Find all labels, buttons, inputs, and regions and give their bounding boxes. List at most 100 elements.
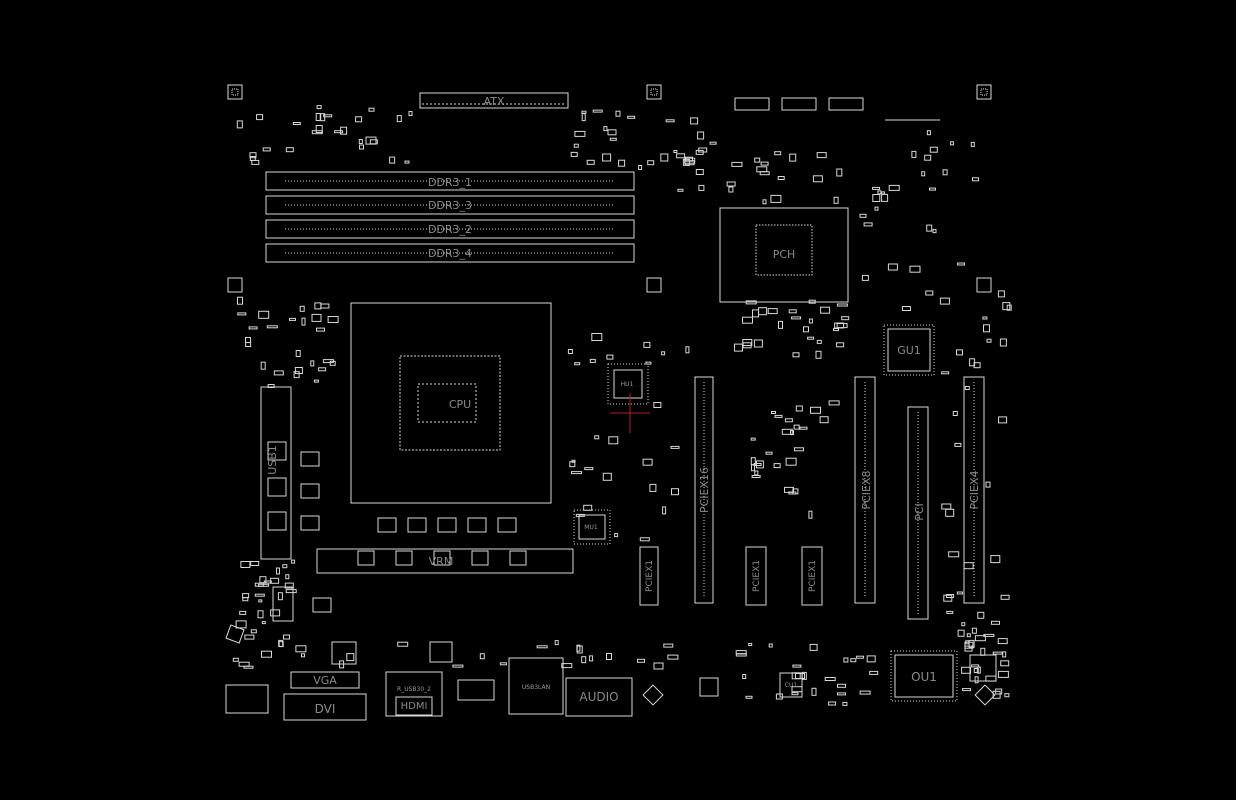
smd-component	[285, 574, 290, 580]
smd-component	[980, 647, 986, 656]
smd-component	[964, 386, 970, 390]
smd-component	[765, 451, 773, 455]
smd-component	[774, 414, 783, 418]
smd-component	[874, 206, 879, 211]
smd-component	[250, 629, 257, 634]
mu1-chip	[578, 514, 606, 540]
smd-component	[836, 323, 848, 329]
smd-component	[971, 627, 977, 634]
smd-component	[670, 445, 680, 449]
smd-component	[773, 463, 781, 469]
smd-component	[794, 447, 804, 452]
smd-component	[236, 120, 243, 129]
smd-component	[742, 342, 752, 349]
smd-component	[799, 426, 808, 430]
smd-component	[726, 181, 736, 187]
smd-component	[939, 297, 950, 305]
smd-component	[843, 657, 849, 663]
smd-component	[285, 589, 297, 594]
smd-component	[1004, 693, 1010, 698]
cu1-label: CU1	[785, 682, 798, 689]
smd-component	[313, 379, 319, 383]
smd-component	[318, 367, 327, 372]
smd-component	[921, 171, 926, 177]
smd-component	[748, 643, 753, 646]
smd-component	[859, 213, 867, 218]
pciex1-3-label: PCIEX1	[808, 560, 818, 592]
smd-component	[240, 561, 251, 568]
smd-component	[270, 609, 281, 617]
smd-component	[256, 114, 264, 121]
smd-component	[974, 676, 979, 684]
smd-component	[697, 131, 705, 140]
smd-component	[323, 114, 333, 118]
smd-component	[358, 139, 363, 144]
smd-component	[602, 153, 612, 162]
small-components	[232, 105, 1012, 706]
smd-component	[665, 119, 675, 123]
smd-component	[742, 316, 753, 324]
smd-component	[239, 610, 247, 615]
smd-component	[316, 327, 325, 332]
smd-component	[690, 117, 699, 125]
smd-component	[807, 336, 815, 340]
smd-component	[745, 300, 757, 305]
smd-component	[608, 436, 619, 445]
smd-component	[589, 358, 596, 363]
smd-component	[254, 593, 265, 597]
smd-component	[859, 690, 871, 695]
smd-component	[649, 483, 657, 492]
fan-headers	[734, 97, 940, 121]
smd-component	[292, 122, 301, 125]
smd-component	[837, 692, 846, 696]
smd-component	[311, 313, 322, 322]
smd-component	[276, 567, 280, 575]
smd-component	[282, 564, 288, 569]
smd-component	[609, 137, 617, 141]
smd-component	[452, 664, 464, 668]
smd-component	[964, 645, 973, 652]
gu1-label: GU1	[897, 344, 921, 357]
smd-component	[257, 610, 264, 619]
smd-component	[982, 316, 988, 320]
smd-component	[536, 645, 548, 649]
smd-component	[638, 165, 643, 170]
smd-component	[663, 643, 674, 648]
smd-component	[990, 555, 1001, 564]
smd-component	[639, 537, 650, 542]
pch-chip	[719, 207, 849, 303]
smd-component	[315, 125, 323, 133]
smd-component	[637, 658, 645, 663]
smd-component	[643, 341, 651, 348]
smd-component	[291, 559, 296, 564]
smd-component	[576, 644, 581, 652]
smd-component	[962, 688, 972, 692]
pciex16-label: PCIEX16	[698, 467, 711, 513]
smd-component	[901, 306, 911, 311]
smd-component	[1000, 594, 1010, 600]
smd-component	[346, 653, 355, 662]
smd-component	[728, 186, 734, 193]
smd-component	[751, 464, 755, 472]
smd-component	[808, 299, 816, 304]
smd-component	[837, 683, 846, 688]
red-crosshair	[610, 393, 650, 433]
smd-component	[948, 551, 960, 558]
smd-component	[581, 656, 587, 664]
pch-label: PCH	[773, 248, 796, 261]
smd-component	[295, 645, 307, 653]
smd-component	[952, 411, 958, 416]
r-usb-label: R_USB30_2	[397, 686, 431, 693]
smd-component	[997, 638, 1008, 645]
smd-component	[267, 384, 275, 388]
smd-component	[983, 633, 995, 637]
smd-component	[793, 424, 800, 430]
smd-component	[614, 533, 619, 538]
smd-component	[925, 290, 934, 296]
smd-component	[647, 160, 655, 166]
smd-component	[966, 633, 971, 638]
smd-component	[591, 333, 603, 341]
smd-component	[586, 159, 595, 165]
smd-component	[245, 342, 252, 347]
